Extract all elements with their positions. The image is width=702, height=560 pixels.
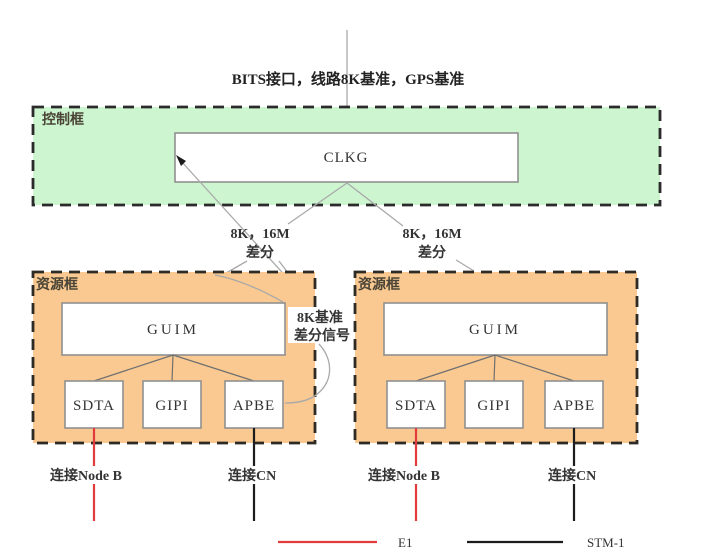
left-cn-label: 连接CN — [228, 467, 276, 484]
right-guim-board — [383, 302, 608, 356]
left-cn-label-bg — [226, 466, 282, 484]
ref-signal-label-line2: 差分信号 — [294, 327, 350, 344]
right-sdta-board-label: SDTA — [395, 398, 437, 414]
right-cn-label: 连接CN — [548, 467, 596, 484]
left-guim-to-gipi-line — [171, 354, 174, 382]
left-link-label-line2: 差分 — [246, 244, 274, 261]
left-guim-board-label: GUIM — [147, 322, 199, 338]
control-frame-label: 控制框 — [42, 111, 84, 128]
left-apbe-board-label: APBE — [233, 398, 275, 414]
clkg-board — [174, 132, 519, 183]
external-reference-label: BITS接口，线路8K基准，GPS基准 — [232, 70, 465, 88]
right-gipi-board — [464, 380, 524, 429]
right-link-to-frame-line — [455, 259, 475, 272]
right-guim-to-apbe-line — [494, 354, 575, 382]
legend-e1-label: E1 — [398, 535, 412, 550]
right-node-b-label-bg — [366, 466, 460, 484]
ref-signal-curve-upper — [214, 274, 284, 303]
left-node-b-label: 连接Node B — [50, 467, 122, 484]
left-node-b-label-bg — [48, 466, 142, 484]
left-guim-to-apbe-line — [172, 354, 255, 382]
right-guim-to-gipi-line — [493, 354, 496, 382]
right-node-b-label: 连接Node B — [368, 467, 440, 484]
clkg-to-right-link-line — [346, 182, 404, 227]
right-apbe-board — [544, 380, 604, 429]
right-apbe-board-label: APBE — [553, 398, 595, 414]
resource-frame-right-label: 资源框 — [358, 276, 400, 293]
right-guim-to-sdta-line — [415, 354, 496, 382]
ref-signal-label-line1: 8K基准 — [297, 309, 343, 326]
left-sdta-board-label: SDTA — [73, 398, 115, 414]
resource-frame-left-label: 资源框 — [36, 276, 78, 293]
arrowhead-into-clkg-left-icon — [176, 155, 186, 166]
ref-signal-label-bg — [288, 307, 358, 343]
left-guim-board — [61, 302, 286, 356]
clkg-board-label: CLKG — [324, 150, 369, 166]
clkg-to-left-link-line — [287, 182, 348, 225]
ref-signal-arc-to-apbe — [284, 343, 331, 404]
left-sdta-board — [64, 380, 124, 429]
legend-stm1-label: STM-1 — [587, 535, 625, 550]
left-gipi-board — [142, 380, 202, 429]
left-link-label-line1: 8K，16M — [230, 227, 289, 242]
left-guim-to-sdta-line — [93, 354, 174, 382]
right-sdta-board — [386, 380, 446, 429]
right-guim-board-label: GUIM — [469, 322, 521, 338]
legend: E1 STM-1 — [278, 535, 625, 550]
left-gipi-board-label: GIPI — [155, 398, 188, 414]
right-link-label-line1: 8K，16M — [402, 227, 461, 242]
right-gipi-board-label: GIPI — [477, 398, 510, 414]
left-apbe-board — [224, 380, 284, 429]
right-cn-label-bg — [546, 466, 602, 484]
right-link-label-line2: 差分 — [418, 244, 446, 261]
